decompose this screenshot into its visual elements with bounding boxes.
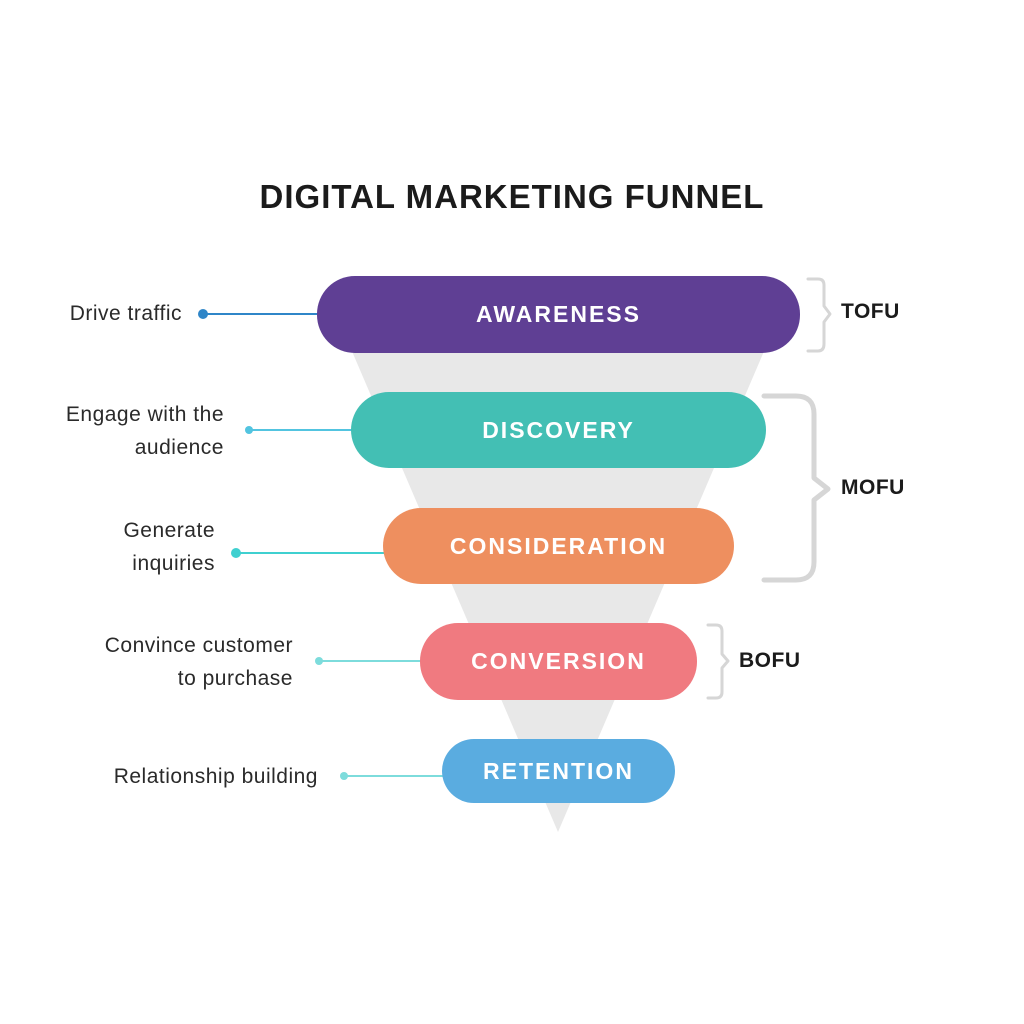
description-line: audience <box>134 436 224 459</box>
description-line: Generate <box>123 519 215 542</box>
stage-label: CONVERSION <box>471 648 646 674</box>
description-awareness: Drive traffic <box>70 297 182 330</box>
description-text: Drive traffic <box>69 302 182 325</box>
dot-discovery <box>245 426 253 434</box>
bracket-bofu <box>706 623 730 700</box>
bracket-mofu <box>761 393 831 583</box>
stage-label: DISCOVERY <box>482 416 635 443</box>
dot-consideration <box>231 548 241 558</box>
description-line: to purchase <box>177 667 293 690</box>
stage-consideration: CONSIDERATION <box>383 508 734 584</box>
group-label-mofu: MOFU <box>841 476 905 499</box>
description-retention: Relationship building <box>114 760 318 793</box>
description-consideration: Generate inquiries <box>123 514 215 580</box>
description-line: inquiries <box>132 552 215 575</box>
stage-conversion: CONVERSION <box>420 623 697 700</box>
group-label-tofu: TOFU <box>841 300 900 323</box>
description-text: Relationship building <box>113 765 318 788</box>
description-conversion: Convince customer to purchase <box>105 629 293 695</box>
dot-awareness <box>198 309 208 319</box>
diagram-title: DIGITAL MARKETING FUNNEL <box>259 178 765 215</box>
dot-retention <box>340 772 348 780</box>
stage-label: RETENTION <box>483 757 634 784</box>
bracket-tofu <box>806 277 832 353</box>
group-label-bofu: BOFU <box>739 649 801 672</box>
description-line: Convince customer <box>104 634 293 657</box>
dot-conversion <box>315 657 323 665</box>
description-discovery: Engage with the audience <box>66 398 224 464</box>
description-line: Engage with the <box>65 403 224 426</box>
stage-label: CONSIDERATION <box>449 532 668 559</box>
stage-label: AWARENESS <box>476 301 641 327</box>
stage-awareness: AWARENESS <box>317 276 800 353</box>
stage-discovery: DISCOVERY <box>351 392 766 468</box>
stage-retention: RETENTION <box>442 739 675 803</box>
